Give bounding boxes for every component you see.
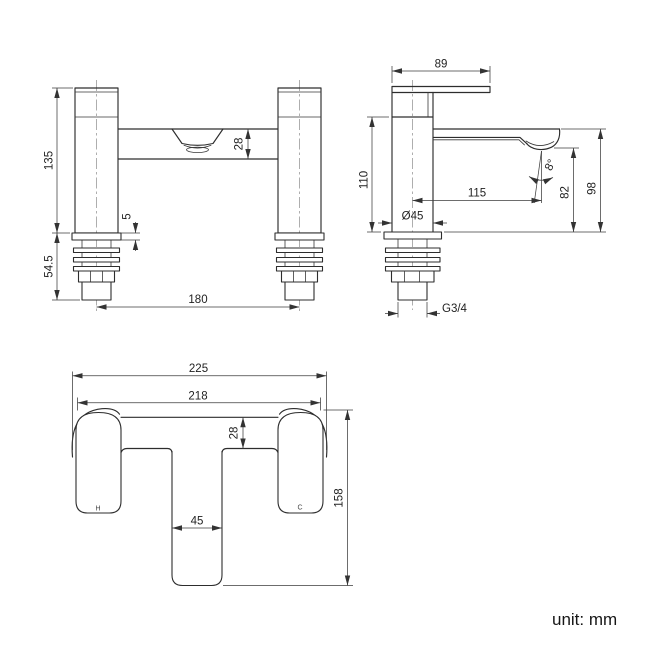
front-deck-plate-thickness-value: 5 [122, 213, 134, 219]
plan-dim-overall-depth: 158 [223, 409, 353, 586]
side-body-diameter-value: Ø45 [402, 211, 424, 223]
plan-body-width-value: 218 [188, 390, 207, 402]
plan-dim-spout-width: 45 [172, 516, 222, 531]
front-spout-bar [117, 128, 279, 160]
front-dim-total-height: 135 [44, 87, 73, 234]
side-outlet-height-value: 82 [560, 186, 572, 199]
side-spout-reach-value: 115 [468, 188, 486, 200]
plan-dim-bar-depth: 28 [229, 417, 246, 449]
side-inlet-shank [383, 231, 443, 301]
front-spout-outlet [171, 128, 224, 146]
side-view: 8° 89 110 115 82 98 Ø [359, 59, 606, 318]
plan-dim-body-width: 218 [77, 390, 321, 411]
front-dim-deck-plate-thickness: 5 [121, 213, 140, 251]
side-handle-lever [391, 85, 491, 233]
plan-spout-width-value: 45 [191, 516, 204, 528]
front-body [74, 87, 322, 234]
plan-bar-depth-value: 28 [229, 427, 241, 440]
side-dim-body-diameter: Ø45 [378, 211, 447, 226]
side-spout-height-value: 98 [587, 182, 599, 195]
front-view: 135 54.5 5 28 180 [44, 80, 325, 312]
plan-cold-handle [277, 411, 324, 514]
front-dim-under-deck-length: 54.5 [44, 233, 80, 301]
side-dim-handle-depth: 89 [391, 59, 491, 83]
side-handle-depth-value: 89 [435, 59, 448, 71]
front-dim-tap-centres: 180 [96, 294, 300, 310]
side-spout [432, 128, 561, 151]
side-dim-body-height: 110 [359, 116, 389, 233]
hot-indicator-label: H [95, 506, 100, 513]
front-right-inlet-shank [274, 232, 325, 301]
side-body [391, 85, 491, 233]
plan-view: H C 225 218 28 45 158 [71, 363, 353, 587]
unit-label: unit: mm [552, 610, 617, 629]
side-dim-spout-reach: 115 [412, 188, 542, 204]
plan-dim-overall-width: 225 [72, 363, 327, 450]
plan-hot-handle [75, 411, 122, 514]
plan-spout [171, 451, 223, 587]
side-inlet-thread-value: G3/4 [442, 303, 468, 315]
front-centerlines [96, 80, 300, 312]
front-left-inlet-shank [71, 232, 122, 301]
front-tap-centres-value: 180 [188, 294, 207, 306]
side-dim-spout-height: 98 [561, 128, 606, 232]
side-dim-outlet-height: 82 [444, 147, 606, 233]
side-dim-spout-angle: 8° [528, 150, 559, 204]
front-under-deck-length-value: 54.5 [44, 255, 56, 277]
front-dim-bar-height: 28 [234, 129, 251, 159]
front-total-height-value: 135 [44, 151, 56, 170]
side-spout-angle-value: 8° [543, 158, 559, 173]
plan-overall-depth-value: 158 [334, 488, 346, 507]
front-aerator-icon [186, 146, 209, 153]
front-bar-height-value: 28 [234, 138, 246, 151]
side-body-height-value: 110 [359, 171, 371, 189]
plan-body-bar [120, 416, 279, 454]
cold-indicator-label: C [297, 505, 302, 512]
side-dim-inlet-thread: G3/4 [385, 302, 468, 318]
plan-overall-width-value: 225 [189, 363, 208, 375]
